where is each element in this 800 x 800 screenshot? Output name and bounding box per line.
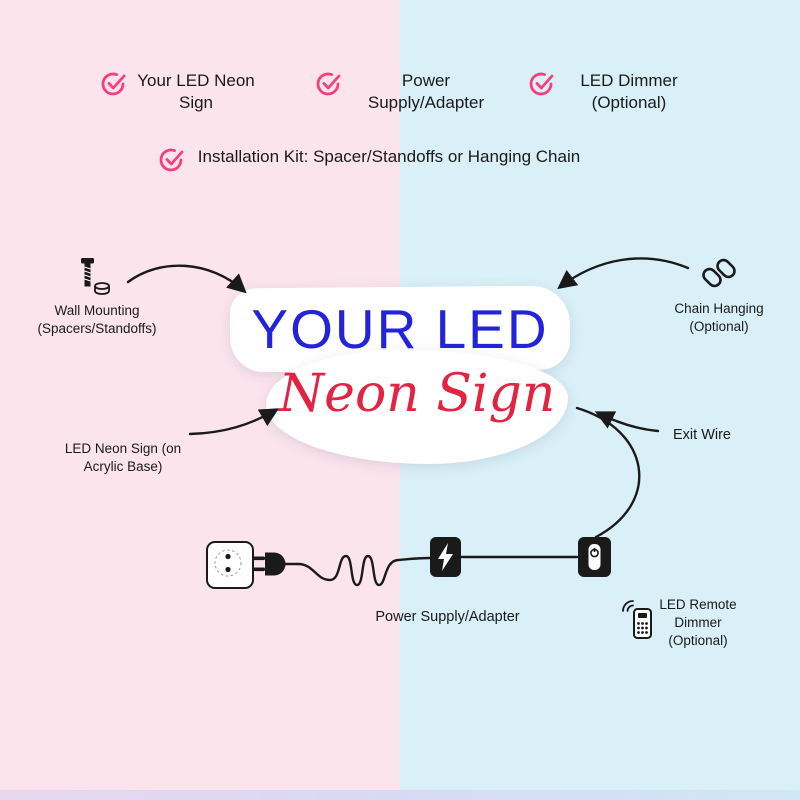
- check-circle-icon: [315, 71, 341, 97]
- chain-link-icon: [702, 256, 736, 290]
- remote-control-icon: [620, 598, 656, 642]
- check-circle-icon: [158, 147, 184, 173]
- wall-mounting-label: Wall Mounting (Spacers/Standoffs): [37, 303, 157, 337]
- acrylic-sign-shape-bottom: [266, 350, 568, 464]
- checklist-label: Installation Kit: Spacer/Standoffs or Ha…: [197, 147, 581, 166]
- checklist-item-dimmer: LED Dimmer (Optional): [528, 70, 694, 115]
- sign-text-your-led: YOUR LED: [251, 298, 549, 360]
- power-plug-icon: [252, 549, 300, 579]
- checklist-label: LED Dimmer (Optional): [580, 71, 678, 113]
- exit-wire-label: Exit Wire: [673, 427, 731, 443]
- chain-hanging-label: Chain Hanging (Optional): [674, 301, 764, 335]
- checklist-label: Your LED Neon Sign: [137, 71, 255, 113]
- wall-outlet-icon: [206, 541, 254, 589]
- checklist-item-installation-kit: Installation Kit: Spacer/Standoffs or Ha…: [158, 146, 584, 173]
- screw-icon: [76, 256, 112, 298]
- check-circle-icon: [100, 71, 126, 97]
- sign-text-neon-sign: Neon Sign: [278, 364, 556, 424]
- checklist-item-neon-sign: Your LED Neon Sign: [100, 70, 256, 115]
- checklist-item-power-supply: Power Supply/Adapter: [315, 70, 501, 115]
- check-circle-icon: [528, 71, 554, 97]
- power-adapter-icon: [430, 537, 461, 577]
- dimmer-receiver-icon: [578, 537, 611, 577]
- remote-dimmer-label: LED Remote Dimmer (Optional): [659, 597, 737, 649]
- led-neon-sign-label: LED Neon Sign (on Acrylic Base): [64, 441, 182, 475]
- bottom-gradient-strip: [0, 790, 800, 800]
- power-supply-label: Power Supply/Adapter: [375, 609, 520, 625]
- checklist-label: Power Supply/Adapter: [367, 71, 485, 113]
